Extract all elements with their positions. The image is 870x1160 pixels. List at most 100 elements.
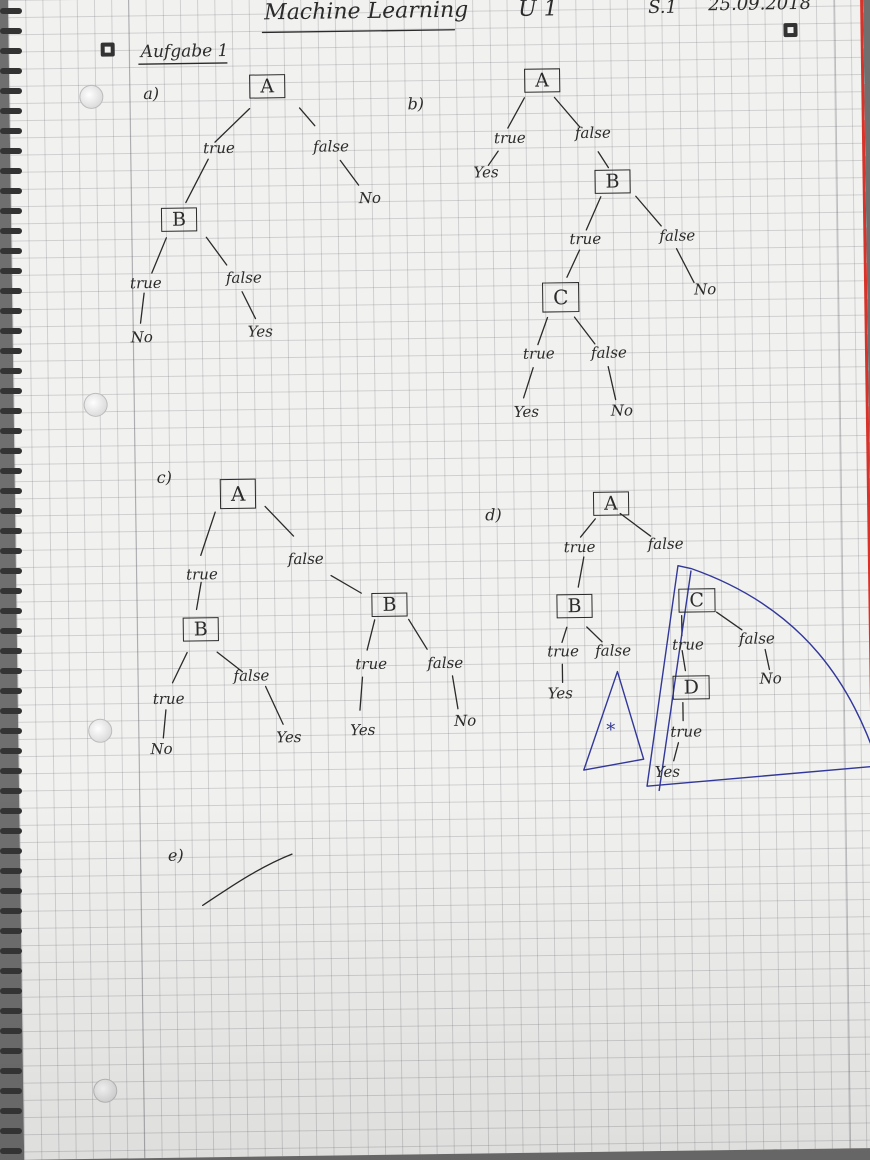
spiral-ring: [0, 208, 22, 214]
part-d-c-false-leaf: No: [759, 669, 782, 688]
spiral-ring: [0, 748, 22, 754]
spiral-ring: [0, 288, 22, 294]
spiral-ring: [0, 988, 22, 994]
spiral-ring: [0, 388, 22, 394]
spiral-ring: [0, 508, 22, 514]
tree-edges: [138, 29, 870, 907]
spiral-ring: [0, 468, 22, 474]
spiral-ring: [0, 428, 22, 434]
spiral-ring: [0, 1088, 22, 1094]
part-d-c-true: true: [671, 635, 704, 654]
spiral-ring: [0, 108, 22, 114]
part-a-root-true: true: [202, 138, 235, 158]
spiral-ring: [0, 548, 22, 554]
spiral-ring: [0, 1108, 22, 1114]
part-d-b-true: true: [547, 642, 580, 661]
spiral-ring: [0, 68, 22, 74]
part-c-node-a: A: [219, 478, 257, 510]
page-title: Machine Learning: [264, 0, 469, 26]
spiral-ring: [0, 248, 22, 254]
part-d-node-d: D: [672, 675, 711, 700]
part-d-node-b: B: [556, 593, 593, 619]
part-a-b-true-leaf: No: [130, 328, 154, 347]
spiral-ring: [0, 348, 22, 354]
spiral-ring: [0, 768, 22, 774]
part-b-node-a: A: [524, 68, 561, 93]
spiral-ring: [0, 1148, 22, 1154]
part-d-d-true: true: [670, 722, 703, 741]
part-a-label: a): [143, 83, 160, 104]
spiral-ring: [0, 668, 22, 674]
part-c-root-true: true: [185, 565, 218, 584]
spiral-ring: [0, 88, 22, 94]
page-date: 25.09.2018: [707, 0, 812, 16]
spiral-ring: [0, 688, 22, 694]
exercise-sheet-number: Ü 1: [518, 0, 558, 22]
spiral-ring: [0, 608, 22, 614]
part-c-left-node-b: B: [182, 617, 219, 642]
spiral-ring: [0, 808, 22, 814]
spiral-ring: [0, 528, 22, 534]
part-a-b-true: true: [129, 273, 162, 293]
spiral-ring: [0, 568, 22, 574]
notebook-page: Machine Learning Ü 1 S.1 25.09.2018 Aufg…: [8, 0, 870, 1160]
part-d-d-true-leaf: Yes: [654, 762, 681, 782]
part-b-b-false-leaf: No: [693, 280, 717, 299]
spiral-ring: [0, 928, 22, 934]
spiral-ring: [0, 1008, 22, 1014]
spiral-ring: [0, 148, 22, 154]
part-c-right-b-false: false: [427, 653, 464, 673]
part-b-node-b: B: [594, 169, 631, 194]
spiral-ring: [0, 1068, 22, 1074]
page-number: S.1: [648, 0, 678, 19]
part-b-root-false: false: [574, 123, 611, 143]
part-b-label: b): [407, 94, 425, 114]
spiral-ring: [0, 728, 22, 734]
spiral-ring: [0, 48, 22, 54]
task-title: Aufgabe 1: [140, 40, 229, 63]
spiral-ring: [0, 128, 22, 134]
spiral-ring: [0, 188, 22, 194]
part-a-node-b: B: [160, 207, 198, 232]
spiral-ring: [0, 628, 22, 634]
spiral-ring: [0, 588, 22, 594]
spiral-ring: [0, 888, 22, 894]
part-b-root-true-leaf: Yes: [473, 163, 499, 182]
spiral-ring: [0, 968, 22, 974]
spiral-ring: [0, 948, 22, 954]
part-a-node-a: A: [249, 74, 286, 99]
part-b-root-true: true: [493, 128, 526, 148]
spiral-ring: [0, 228, 22, 234]
part-e-label: e): [167, 845, 184, 865]
spiral-ring: [0, 848, 22, 854]
part-a-root-false: false: [312, 137, 350, 156]
spiral-ring: [0, 488, 22, 494]
part-d-node-a: A: [592, 491, 629, 516]
part-c-right-b-true-leaf: Yes: [350, 720, 376, 740]
part-d-node-c: C: [678, 588, 716, 613]
part-c-left-b-true-leaf: No: [150, 739, 173, 759]
spiral-ring: [0, 448, 22, 454]
spiral-ring: [0, 1048, 22, 1054]
spiral-ring: [0, 908, 22, 914]
spiral-ring: [0, 788, 22, 794]
part-b-b-false: false: [659, 226, 696, 245]
part-a-leaf-no: No: [358, 188, 382, 208]
part-b-c-true-leaf: Yes: [513, 402, 540, 421]
part-d-c-false: false: [738, 629, 775, 648]
part-c-left-b-false: false: [233, 666, 270, 685]
part-b-c-true: true: [522, 344, 555, 363]
part-d-root-true: true: [563, 537, 596, 557]
part-d-b-false: false: [595, 641, 632, 660]
part-c-label: c): [156, 467, 173, 487]
part-c-root-false: false: [287, 549, 324, 569]
part-a-b-false: false: [225, 268, 262, 287]
part-d-root-false: false: [647, 534, 684, 554]
spiral-ring: [0, 268, 22, 274]
part-d-label: d): [485, 505, 502, 525]
part-c-right-b-true: true: [355, 654, 388, 674]
part-b-c-false-leaf: No: [610, 401, 634, 420]
spiral-ring: [0, 828, 22, 834]
spiral-ring: [0, 1128, 22, 1134]
spiral-ring: [0, 1028, 22, 1034]
